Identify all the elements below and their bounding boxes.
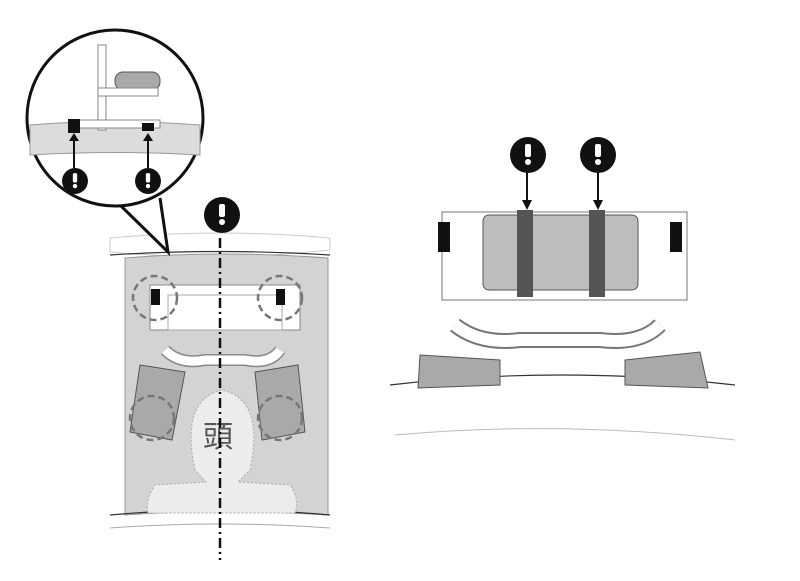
head-outline (146, 389, 298, 514)
head-label: 頭 (203, 420, 233, 455)
highlight-circles (128, 274, 304, 442)
clamp-right (276, 289, 285, 305)
front-view-panel (389, 137, 736, 441)
pad-left (129, 364, 186, 441)
warning-icon-callout-right (135, 168, 161, 194)
clamp-detail (68, 119, 80, 133)
strap-right (589, 210, 605, 297)
warning-icon-callout-left (62, 168, 88, 194)
callout-magnifier (25, 28, 205, 257)
warning-icon-center (204, 197, 240, 233)
strap-left (517, 210, 533, 297)
top-view-panel: 頭 (109, 197, 331, 560)
pad-right (254, 364, 306, 441)
warning-icon-strap-left (510, 137, 546, 173)
clamp-left (151, 289, 160, 305)
warning-icon-strap-right (580, 137, 616, 173)
headrest-pad (482, 214, 639, 291)
